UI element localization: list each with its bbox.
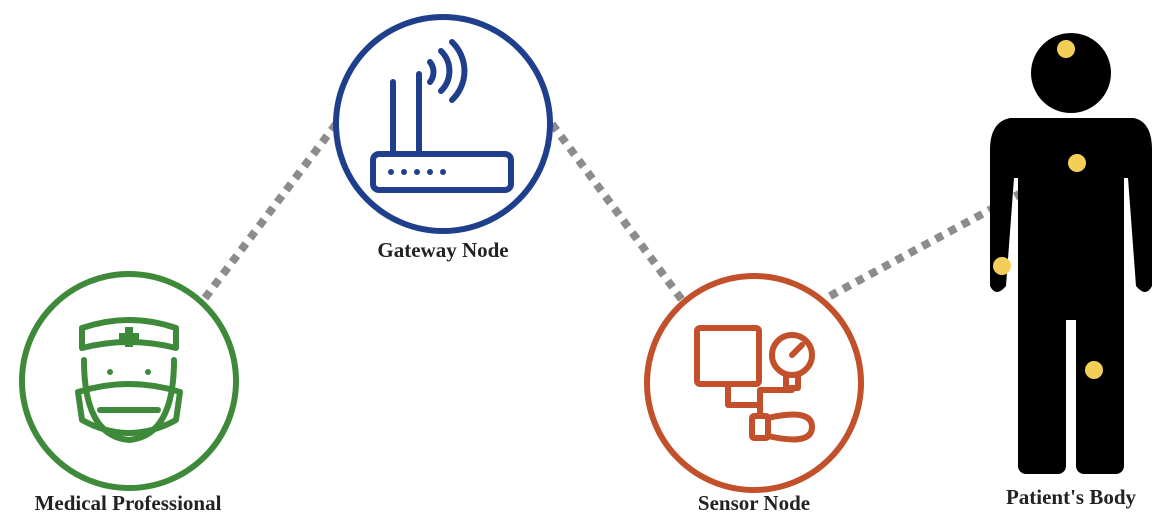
connection-links [201, 121, 1079, 303]
sensor-dot-head [1057, 40, 1075, 58]
link-gateway-sensor [548, 121, 686, 303]
body-sensor-dots [993, 40, 1103, 379]
sensor-node-label: Sensor Node [697, 491, 811, 515]
body-right-leg [1076, 312, 1124, 474]
sensor-dot-leg [1085, 361, 1103, 379]
router-lights [388, 169, 446, 175]
inflation-bulb [765, 411, 815, 443]
patient-body-label: Patient's Body [1005, 485, 1137, 509]
nurse-cap [79, 317, 179, 351]
human-body-icon [990, 33, 1152, 474]
sensor-dot-arm [993, 257, 1011, 275]
medical-cross-icon [107, 327, 151, 375]
face-mask [75, 381, 183, 436]
sensor-node[interactable] [644, 273, 864, 493]
body-head [1031, 33, 1111, 113]
link-sensor-body [828, 159, 1079, 300]
sensor-dot-chest [1068, 154, 1086, 172]
gateway-node-label: Gateway Node [377, 238, 509, 262]
nurse-icon [75, 317, 183, 443]
medical-professional-node[interactable] [19, 271, 239, 491]
body-torso-arms [990, 118, 1152, 320]
gateway-node[interactable] [333, 14, 553, 234]
blood-pressure-monitor-icon [694, 325, 815, 443]
pressure-gauge [769, 332, 815, 378]
medical-professional-label: Medical Professional [34, 491, 222, 515]
nurse-face [81, 357, 177, 443]
gateway-node-circle [333, 14, 553, 234]
wifi-router-icon [370, 39, 514, 193]
body-left-leg [1018, 312, 1066, 474]
patient-body[interactable] [990, 33, 1152, 474]
link-medical-gateway [201, 121, 340, 301]
